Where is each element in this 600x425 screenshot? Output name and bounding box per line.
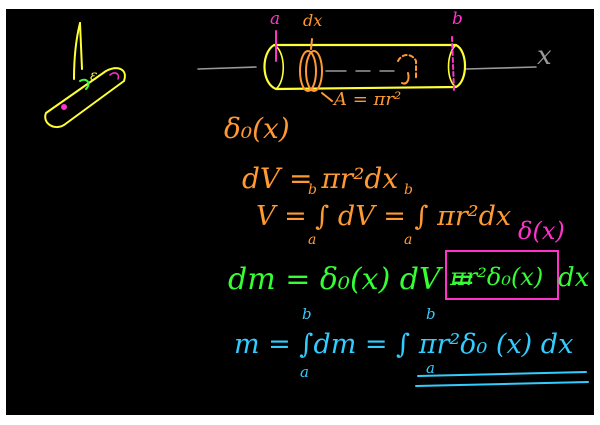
label-dx: dx (303, 11, 323, 30)
limit-a-V-1: a (308, 232, 317, 248)
limit-a-m-1: a (300, 363, 309, 381)
disc-slice (299, 38, 417, 102)
equation-dm-boxed: πr²δ₀(x) (450, 263, 544, 291)
answer-underline (415, 371, 589, 387)
limit-b-V-1: b (308, 182, 317, 198)
limit-b-V-2: b (404, 182, 413, 198)
label-area: A = πr² (334, 89, 402, 110)
label-epsilon: ε (90, 68, 98, 84)
equation-dm-tail: dx (558, 263, 590, 293)
label-a: a (270, 9, 281, 29)
label-x-axis: x (537, 41, 552, 71)
limit-b-m-2: b (426, 305, 436, 323)
limit-a-m-2: a (426, 359, 435, 377)
equation-dV: dV = πr²dx (242, 162, 399, 195)
small-rod-sketch (44, 22, 126, 129)
cylinder-sketch (263, 43, 467, 91)
sketch-layer (44, 22, 589, 387)
limit-a-V-2: a (404, 232, 413, 248)
equation-dm: dm = δ₀(x) dV = (228, 262, 476, 297)
equation-V: V = ∫ dV = ∫ πr²dx (256, 201, 512, 232)
interval-markers (275, 30, 455, 92)
equation-m: m = ∫dm = ∫ πr²δ₀ (x) dx (234, 329, 574, 360)
limit-b-m-1: b (302, 305, 312, 323)
blackboard-canvas: a dx b x A = πr² ε δ₀(x) dV = πr²dx b b … (6, 9, 594, 415)
delta-annotation: δ(x) (518, 217, 565, 245)
density-function: δ₀(x) (224, 112, 290, 145)
label-b: b (452, 9, 463, 29)
x-axis-line (197, 66, 537, 70)
boxed-term-frame (445, 250, 559, 300)
